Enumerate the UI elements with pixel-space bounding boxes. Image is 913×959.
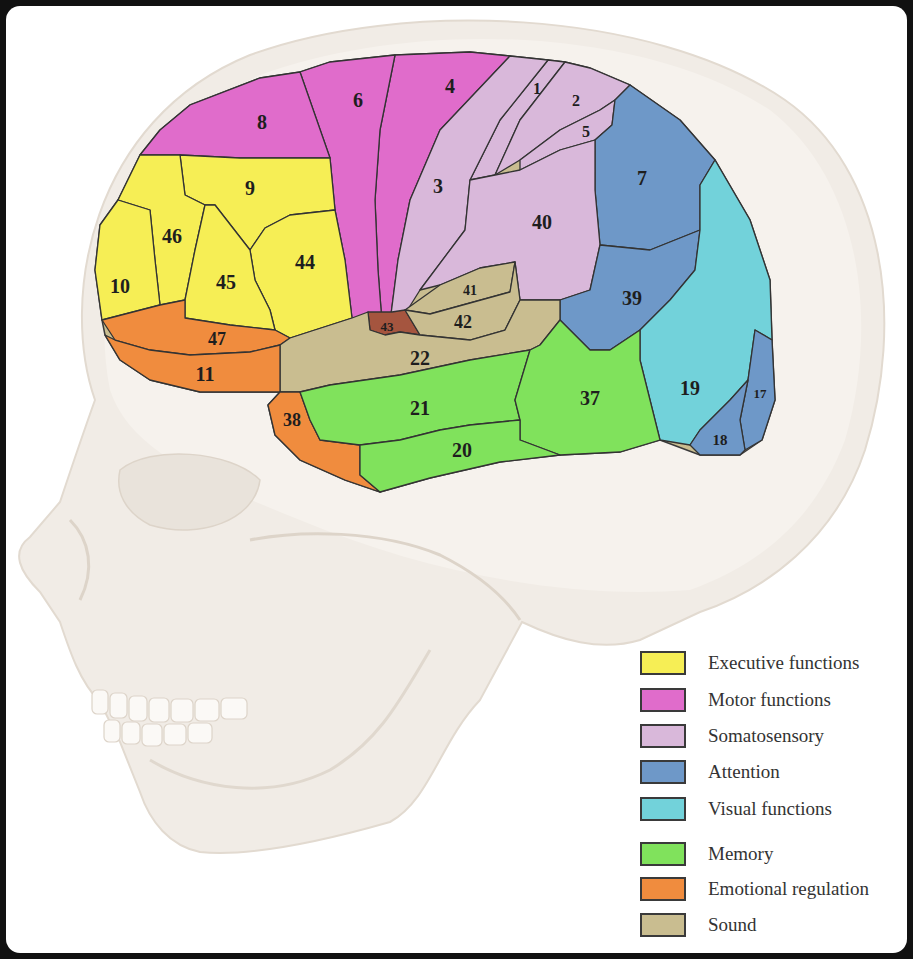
area-number: 37 bbox=[580, 388, 600, 408]
area-number: 4 bbox=[445, 76, 455, 96]
legend-swatch bbox=[640, 760, 686, 784]
area-number: 9 bbox=[245, 178, 255, 198]
legend-text: Emotional regulation bbox=[708, 879, 869, 900]
legend-item: Sound bbox=[640, 913, 757, 937]
legend-swatch bbox=[640, 651, 686, 675]
legend-swatch bbox=[640, 724, 686, 748]
area-fill bbox=[595, 85, 715, 250]
brodmann-area: 8 bbox=[138, 70, 332, 160]
nasal-cavity bbox=[70, 520, 89, 600]
area-number: 19 bbox=[680, 378, 700, 398]
brodmann-area: 45 bbox=[183, 203, 277, 332]
area-shape bbox=[93, 198, 162, 322]
area-shape bbox=[138, 70, 332, 160]
area-fill bbox=[140, 72, 330, 158]
area-number: 2 bbox=[572, 93, 580, 109]
legend-item: Visual functions bbox=[640, 797, 832, 821]
area-number: 45 bbox=[216, 272, 236, 292]
area-shape bbox=[103, 333, 282, 394]
legend-swatch bbox=[640, 797, 686, 821]
teeth bbox=[92, 690, 247, 746]
legend-item: Attention bbox=[640, 760, 780, 784]
legend-text: Somatosensory bbox=[708, 726, 824, 747]
cranium-shade bbox=[104, 39, 861, 592]
brodmann-area: 10 bbox=[93, 198, 162, 322]
legend-item: Motor functions bbox=[640, 688, 831, 712]
area-fill bbox=[360, 420, 560, 492]
legend-item: Executive functions bbox=[640, 651, 859, 675]
area-number: 47 bbox=[208, 330, 226, 348]
area-shape bbox=[183, 203, 277, 332]
legend-text: Sound bbox=[708, 915, 757, 936]
legend-item: Memory bbox=[640, 842, 773, 866]
area-number: 17 bbox=[754, 387, 767, 400]
area-fill bbox=[95, 200, 160, 320]
area-number: 21 bbox=[410, 398, 430, 418]
legend-item: Somatosensory bbox=[640, 724, 824, 748]
area-number: 11 bbox=[196, 364, 215, 384]
legend-item: Emotional regulation bbox=[640, 877, 869, 901]
area-fill bbox=[105, 335, 280, 392]
cheek-arch bbox=[250, 534, 520, 620]
area-number: 22 bbox=[410, 348, 430, 368]
area-number: 10 bbox=[110, 276, 130, 296]
area-fill bbox=[515, 320, 660, 455]
legend-text: Motor functions bbox=[708, 690, 831, 711]
area-number: 18 bbox=[713, 433, 728, 448]
legend-swatch bbox=[640, 842, 686, 866]
area-number: 8 bbox=[257, 112, 267, 132]
area-number: 43 bbox=[381, 320, 394, 333]
legend-swatch bbox=[640, 913, 686, 937]
area-number: 1 bbox=[533, 81, 541, 97]
skull-outline bbox=[19, 21, 884, 853]
area-number: 5 bbox=[582, 124, 590, 140]
legend-text: Memory bbox=[708, 844, 773, 865]
legend-text: Executive functions bbox=[708, 653, 859, 674]
area-number: 38 bbox=[283, 411, 301, 429]
area-number: 40 bbox=[532, 212, 552, 232]
legend-text: Attention bbox=[708, 762, 780, 783]
area-fill bbox=[405, 262, 520, 340]
area-number: 20 bbox=[452, 440, 472, 460]
area-number: 3 bbox=[433, 176, 443, 196]
brodmann-area: 37 bbox=[513, 318, 662, 457]
area-number: 42 bbox=[454, 313, 472, 331]
area-fill bbox=[185, 205, 275, 330]
legend-text: Visual functions bbox=[708, 799, 832, 820]
legend-swatch bbox=[640, 688, 686, 712]
brodmann-area: 20 bbox=[358, 418, 562, 494]
brain-outline bbox=[95, 52, 775, 492]
area-number: 6 bbox=[353, 90, 363, 110]
area-number: 39 bbox=[622, 288, 642, 308]
area-number: 7 bbox=[637, 168, 647, 188]
area-number: 46 bbox=[162, 226, 182, 246]
jaw-line bbox=[150, 650, 430, 788]
area-number: 41 bbox=[463, 284, 477, 298]
brodmann-area: 11 bbox=[103, 333, 282, 394]
legend-swatch bbox=[640, 877, 686, 901]
area-fill bbox=[690, 380, 748, 455]
area-shape bbox=[593, 83, 717, 252]
eye-socket bbox=[119, 454, 260, 530]
brodmann-area: 7 bbox=[593, 83, 717, 252]
area-number: 44 bbox=[295, 252, 315, 272]
